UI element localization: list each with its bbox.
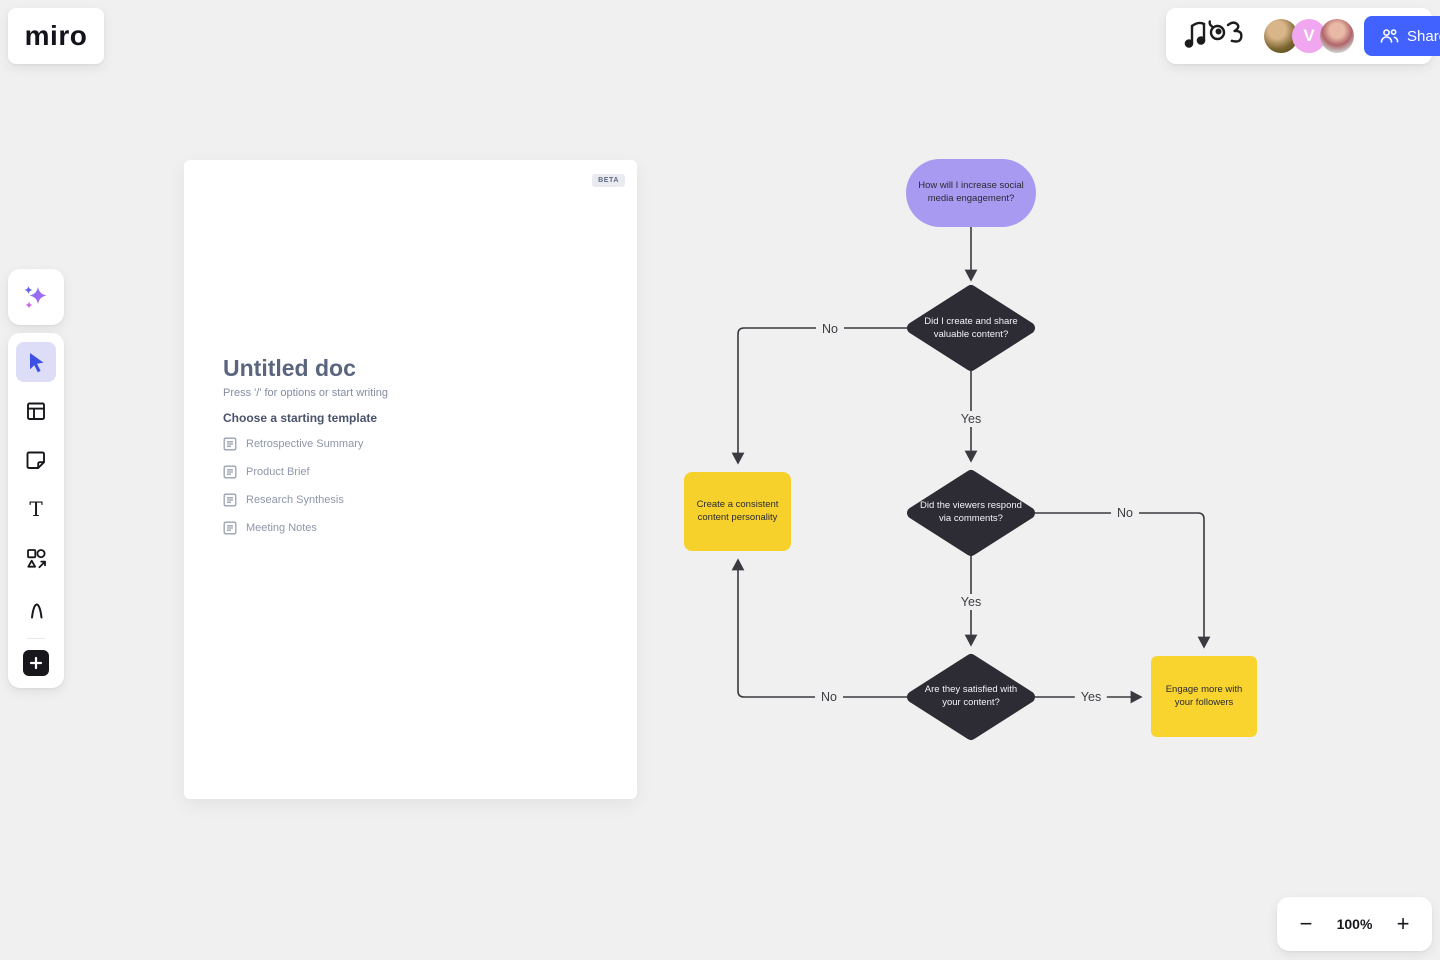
edge-label-no[interactable]: No	[1111, 505, 1139, 521]
share-button-label: Share	[1407, 27, 1440, 45]
template-item[interactable]: Product Brief	[223, 458, 363, 486]
templates-heading: Choose a starting template	[223, 411, 378, 425]
template-item[interactable]: Meeting Notes	[223, 514, 363, 542]
pen-tool[interactable]	[16, 587, 56, 627]
beta-badge: BETA	[592, 174, 625, 187]
flow-node-start-text[interactable]: How will I increase social media engagem…	[918, 180, 1024, 204]
pen-icon	[31, 603, 43, 619]
template-item[interactable]: Retrospective Summary	[223, 430, 363, 458]
zoom-level[interactable]: 100%	[1336, 916, 1373, 932]
document-icon	[223, 465, 237, 479]
flow-node-decision-3[interactable]	[907, 654, 1035, 740]
template-item[interactable]: Research Synthesis	[223, 486, 363, 514]
shapes-icon	[27, 549, 46, 569]
frame-icon	[27, 402, 45, 420]
zoom-in-button[interactable]: +	[1388, 909, 1418, 939]
connector-d2-no-to-rightbox[interactable]	[1035, 512, 1211, 649]
flow-node-process-right-text[interactable]: Engage more with your followers	[1165, 683, 1243, 708]
ai-sparkles-icon	[24, 286, 47, 309]
document-icon	[223, 437, 237, 451]
miro-logo: miro	[24, 20, 88, 51]
edge-label-yes[interactable]: Yes	[954, 411, 988, 427]
miro-logo-card[interactable]: miro	[8, 8, 104, 64]
sidebar-ai-assist[interactable]	[8, 269, 64, 325]
flow-node-decision-2-text[interactable]: Did the viewers respond via comments?	[920, 500, 1022, 524]
template-item-label: Meeting Notes	[246, 522, 317, 534]
plus-icon	[29, 656, 43, 670]
edge-label-yes[interactable]: Yes	[1074, 689, 1108, 705]
edge-label-no[interactable]: No	[815, 689, 843, 705]
topbar: V Share	[1166, 8, 1440, 64]
doodle-icons[interactable]	[1180, 15, 1246, 58]
connector-d3-no-to-leftbox[interactable]	[731, 558, 908, 698]
doc-panel: BETA Untitled doc Press '/' for options …	[184, 160, 637, 799]
document-icon	[223, 521, 237, 535]
select-tool[interactable]	[16, 342, 56, 382]
cursor-icon	[30, 353, 44, 373]
people-icon	[1380, 29, 1399, 43]
svg-text:T: T	[29, 497, 43, 521]
add-more-tools-button[interactable]	[23, 650, 49, 676]
share-button[interactable]: Share	[1364, 16, 1440, 56]
text-tool[interactable]: T	[16, 489, 56, 529]
frames-tool[interactable]	[16, 391, 56, 431]
doc-editor-hint[interactable]: Press '/' for options or start writing	[223, 387, 388, 399]
template-item-label: Product Brief	[246, 466, 310, 478]
sticky-note-tool[interactable]	[16, 440, 56, 480]
flow-node-decision-1[interactable]	[907, 285, 1035, 371]
zoom-out-button[interactable]: −	[1291, 909, 1321, 939]
template-item-label: Retrospective Summary	[246, 438, 364, 450]
flow-node-decision-1-text[interactable]: Did I create and share valuable content?	[924, 316, 1018, 340]
music-note-eye-doodle-icon	[1184, 19, 1243, 48]
template-list: Retrospective Summary Product Brief Rese…	[223, 430, 363, 542]
zoom-controls: − 100% +	[1277, 897, 1432, 951]
toolbar: T	[8, 333, 64, 688]
flow-node-process-left[interactable]	[684, 472, 791, 551]
collaborator-avatars: V	[1264, 19, 1354, 53]
template-item-label: Research Synthesis	[246, 494, 344, 506]
flow-node-decision-3-text[interactable]: Are they satisfied with your content?	[924, 684, 1018, 708]
text-tool-icon: T	[29, 497, 43, 521]
flow-node-process-right[interactable]	[1151, 656, 1257, 737]
flow-node-decision-2[interactable]	[907, 470, 1035, 556]
edge-label-no[interactable]: No	[816, 321, 844, 337]
connector-d1-no-to-leftbox[interactable]	[731, 327, 907, 465]
avatar[interactable]	[1320, 19, 1354, 53]
toolbar-divider	[27, 638, 45, 639]
shapes-tool[interactable]	[16, 538, 56, 578]
document-icon	[223, 493, 237, 507]
doc-title[interactable]: Untitled doc	[223, 355, 356, 381]
edge-label-yes[interactable]: Yes	[954, 594, 988, 610]
sticky-note-icon	[26, 451, 45, 469]
flow-node-start[interactable]	[906, 159, 1036, 227]
flow-node-process-left-text[interactable]: Create a consistent content personality	[696, 498, 779, 523]
